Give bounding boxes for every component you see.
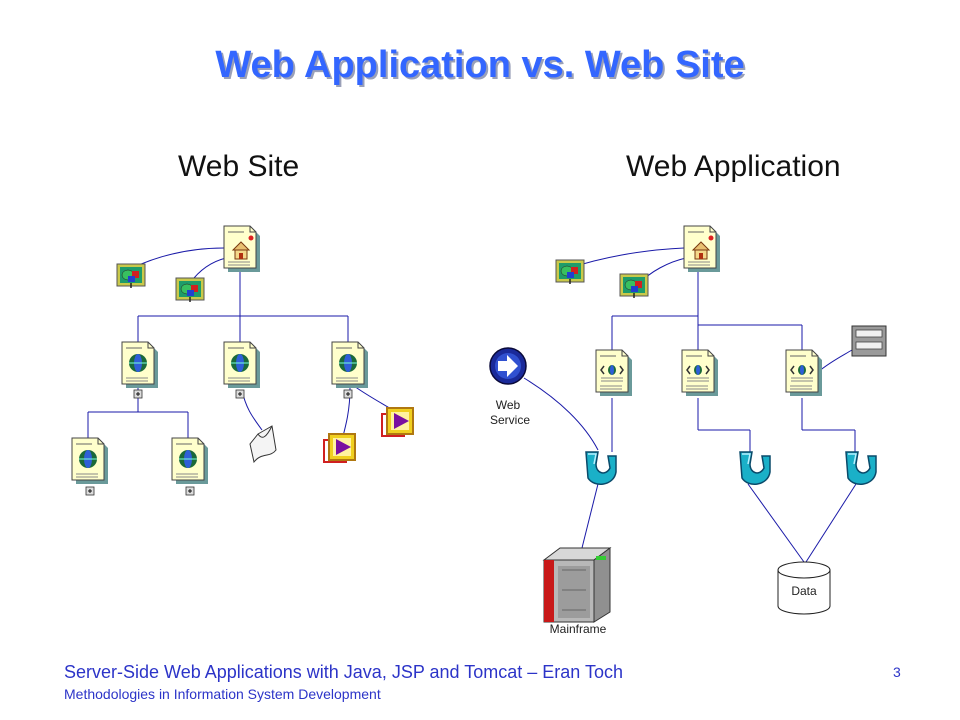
image-icon [619,273,649,299]
home-page-icon [224,226,260,272]
mainframe-label: Mainframe [550,622,607,636]
web-application-heading: Web Application [626,150,841,183]
home-page-icon [684,226,720,272]
connector-icon [739,451,771,485]
image-icon [175,277,205,303]
script-page-icon [596,350,632,396]
page-icon [122,342,158,388]
image-icon [116,263,146,289]
expand-icon [185,486,195,496]
connector-icon [585,451,617,485]
script-page-icon [786,350,822,396]
image-icon [555,259,585,285]
web-service-label-line2: Service [490,413,530,427]
expand-icon [235,389,245,399]
mainframe-icon [542,547,612,623]
expand-icon [343,389,353,399]
web-application-links [523,247,857,563]
web-service-icon [489,347,527,385]
web-site-heading: Web Site [178,150,300,183]
media-icon [323,433,356,463]
page-icon [72,438,108,484]
expand-icon [133,389,143,399]
web-service-label-line1: Web [496,398,521,412]
expand-icon [85,486,95,496]
media-icon [381,407,414,437]
document-icon [249,425,277,464]
page-number: 3 [893,664,901,680]
connector-icon [845,451,877,485]
footer-course-title: Server-Side Web Applications with Java, … [64,662,623,682]
script-page-icon [682,350,718,396]
page-icon [332,342,368,388]
server-icon [851,325,887,357]
page-icon [172,438,208,484]
database-label: Data [791,584,817,598]
database-icon [777,561,831,615]
slide-title: Web Application vs. Web Site [215,44,745,86]
footer-subtitle: Methodologies in Information System Deve… [64,686,381,702]
page-icon [224,342,260,388]
